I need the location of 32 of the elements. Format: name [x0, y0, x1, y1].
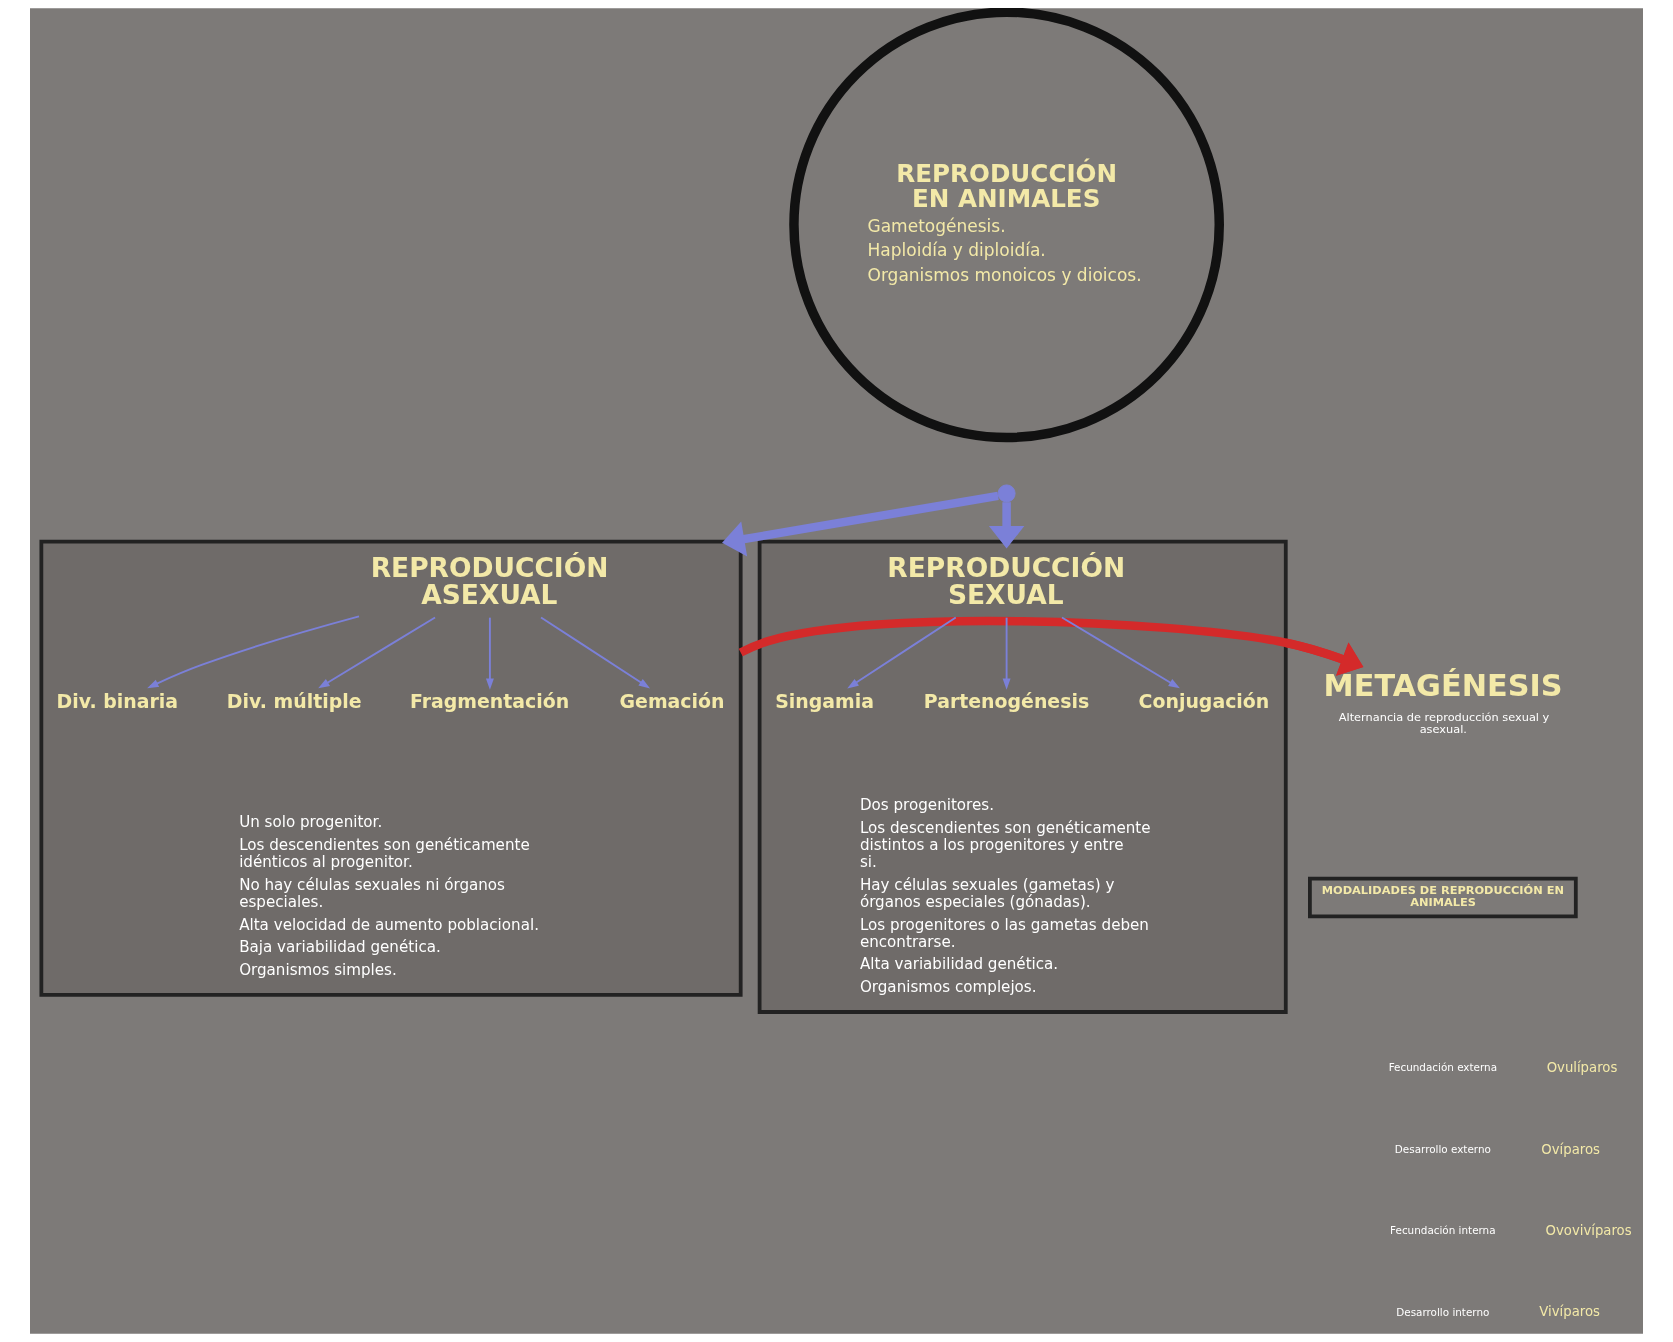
- label: Vivíparos: [1539, 1304, 1600, 1320]
- node-text: REPRODUCCIÓN SEXUAL: [887, 552, 1126, 610]
- node-text: Div. binaria: [56, 689, 179, 712]
- arrow: [847, 616, 957, 689]
- label: Fecundación externa: [1388, 1061, 1498, 1074]
- node-text: Singamia: [775, 689, 875, 712]
- label: Ovovivíparos: [1545, 1223, 1632, 1239]
- arrow: [988, 502, 1025, 549]
- node-text: Gemación: [619, 689, 725, 712]
- arrow: [318, 616, 437, 689]
- node-text: METAGÉNESIS Alternancia de reproducción sexual y asexual.: [1323, 668, 1563, 736]
- node-circle: REPRODUCCIÓN EN ANIMALES Gametogénesis. Haploidía y diploidía. Organismos monoicos y dioicos.: [789, 8, 1224, 443]
- node-box: MODALIDADES DE REPRODUCCIÓN EN ANIMALES: [1308, 876, 1578, 919]
- arrow: [485, 616, 494, 690]
- node-circle: [997, 484, 1016, 503]
- arrow: [1061, 616, 1180, 689]
- label: Desarrollo interno: [1396, 1305, 1490, 1318]
- node-text: Div. múltiple: [226, 689, 362, 712]
- node-text: Conjugación: [1138, 689, 1270, 712]
- label: Fecundación interna: [1390, 1224, 1496, 1237]
- node-text: Partenogénesis: [923, 689, 1090, 712]
- label: Ovíparos: [1541, 1141, 1600, 1157]
- arrow: [1284, 638, 1364, 676]
- node-text: REPRODUCCIÓN ASEXUAL: [370, 552, 609, 610]
- arrow: [738, 616, 1364, 676]
- arrow: [540, 616, 651, 689]
- label: Ovulíparos: [1546, 1060, 1618, 1076]
- label: Desarrollo externo: [1394, 1142, 1491, 1155]
- arrow: [147, 615, 360, 689]
- arrow: [722, 491, 999, 557]
- node-text: Fragmentación: [409, 689, 570, 712]
- arrow: [1002, 616, 1011, 690]
